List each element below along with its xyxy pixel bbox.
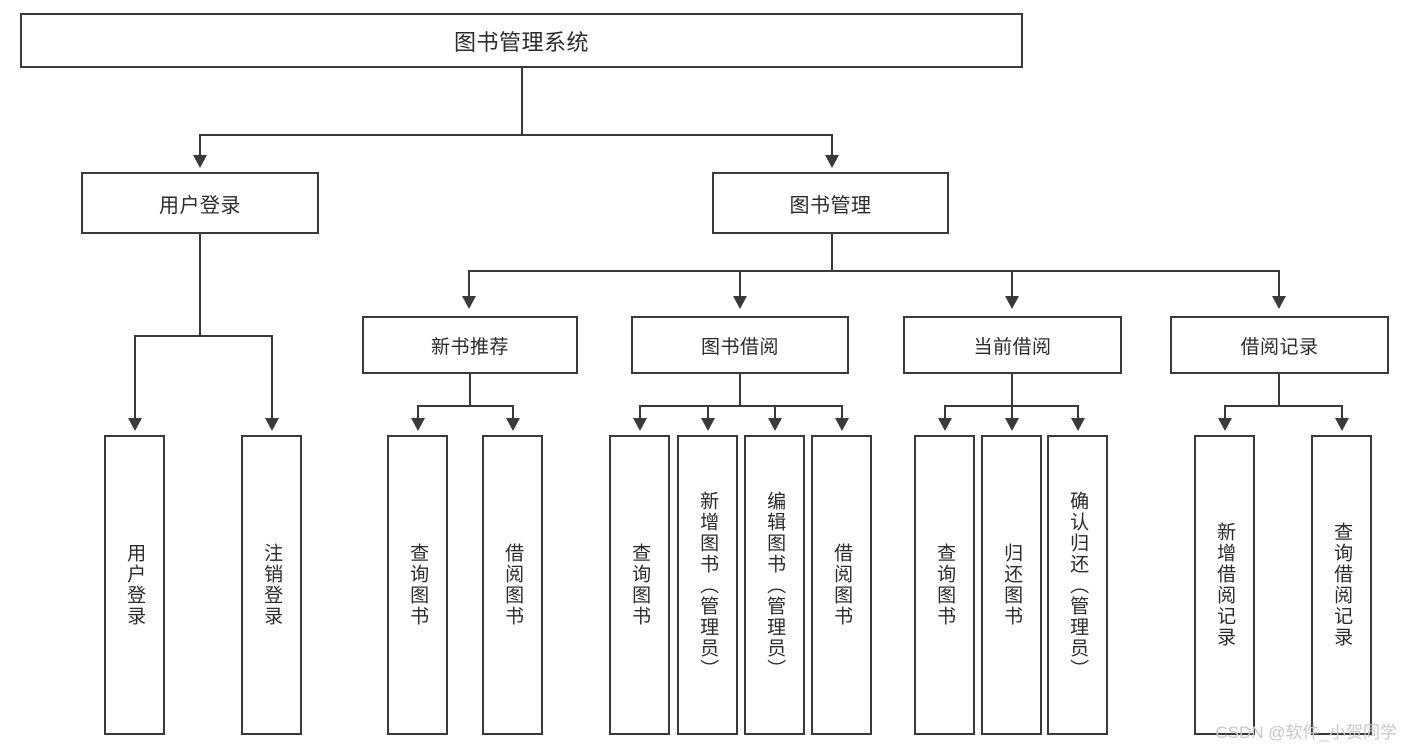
leaf-current-borrow-return[interactable]: 归还图书 bbox=[981, 435, 1042, 735]
connector-book-borrow-drop-3 bbox=[774, 405, 776, 420]
connector-borrow-record-drop-1 bbox=[1224, 405, 1226, 420]
connector-current-borrow-drop-2 bbox=[1011, 405, 1013, 420]
leaf-user-login-login[interactable]: 用户登录 bbox=[104, 435, 165, 735]
node-label: 新书推荐 bbox=[430, 336, 509, 358]
arrow-book-borrow-leaf-2 bbox=[701, 418, 715, 431]
leaf-label: 查询图书 bbox=[407, 543, 429, 627]
node-label: 借阅记录 bbox=[1240, 336, 1319, 358]
connector-new-book-drop-1 bbox=[417, 405, 419, 420]
leaf-label: 新增图书（管理员） bbox=[697, 490, 719, 680]
connector-borrow-record-stem bbox=[1278, 374, 1280, 406]
arrow-book-borrow-leaf-3 bbox=[768, 418, 782, 431]
connector-to-user-login bbox=[199, 134, 201, 158]
leaf-book-borrow-query[interactable]: 查询图书 bbox=[609, 435, 670, 735]
connector-book-manage-drop-1 bbox=[468, 270, 470, 298]
connector-book-borrow-stem bbox=[739, 374, 741, 406]
leaf-borrow-record-add[interactable]: 新增借阅记录 bbox=[1194, 435, 1255, 735]
arrow-current-borrow-leaf-2 bbox=[1005, 418, 1019, 431]
connector-book-manage-stem bbox=[831, 234, 833, 272]
arrow-to-book-manage bbox=[825, 155, 839, 168]
leaf-label: 用户登录 bbox=[124, 543, 146, 627]
leaf-label: 借阅图书 bbox=[502, 543, 524, 627]
arrow-borrow-record-leaf-1 bbox=[1218, 418, 1232, 431]
connector-user-login-bus bbox=[134, 335, 273, 337]
connector-book-manage-bus bbox=[468, 270, 1280, 272]
connector-book-borrow-bus bbox=[639, 405, 843, 407]
connector-current-borrow-stem bbox=[1011, 374, 1013, 406]
leaf-new-book-borrow[interactable]: 借阅图书 bbox=[482, 435, 543, 735]
arrow-current-borrow-leaf-3 bbox=[1071, 418, 1085, 431]
connector-user-login-drop-1 bbox=[134, 335, 136, 420]
node-label: 图书管理 bbox=[789, 194, 872, 217]
arrow-borrow-record-leaf-2 bbox=[1335, 418, 1349, 431]
connector-current-borrow-drop-3 bbox=[1077, 405, 1079, 420]
arrow-to-new-book-recommend bbox=[462, 296, 476, 309]
leaf-label: 确认归还（管理员） bbox=[1067, 490, 1089, 680]
leaf-current-borrow-confirm-return[interactable]: 确认归还（管理员） bbox=[1047, 435, 1108, 735]
node-label: 图书借阅 bbox=[700, 336, 779, 358]
leaf-label: 注销登录 bbox=[261, 543, 283, 627]
connector-book-borrow-drop-4 bbox=[841, 405, 843, 420]
leaf-current-borrow-query[interactable]: 查询图书 bbox=[914, 435, 975, 735]
connector-new-book-bus bbox=[417, 405, 513, 407]
connector-user-login-stem bbox=[199, 234, 201, 336]
node-label: 当前借阅 bbox=[973, 336, 1052, 358]
leaf-book-borrow-edit[interactable]: 编辑图书（管理员） bbox=[744, 435, 805, 735]
leaf-label: 新增借阅记录 bbox=[1214, 522, 1236, 648]
connector-book-manage-drop-2 bbox=[739, 270, 741, 298]
leaf-label: 借阅图书 bbox=[831, 543, 853, 627]
leaf-book-borrow-borrow[interactable]: 借阅图书 bbox=[811, 435, 872, 735]
node-user-login[interactable]: 用户登录 bbox=[81, 172, 319, 234]
connector-borrow-record-bus bbox=[1224, 405, 1342, 407]
node-new-book-recommend[interactable]: 新书推荐 bbox=[362, 316, 578, 374]
arrow-book-borrow-leaf-4 bbox=[835, 418, 849, 431]
connector-book-borrow-drop-1 bbox=[639, 405, 641, 420]
connector-root-stem bbox=[521, 68, 523, 135]
node-borrow-record[interactable]: 借阅记录 bbox=[1170, 316, 1389, 374]
arrow-to-user-login bbox=[193, 155, 207, 168]
connector-user-login-drop-2 bbox=[271, 335, 273, 420]
arrow-current-borrow-leaf-1 bbox=[938, 418, 952, 431]
connector-current-borrow-drop-1 bbox=[944, 405, 946, 420]
connector-new-book-drop-2 bbox=[512, 405, 514, 420]
connector-book-manage-drop-4 bbox=[1278, 270, 1280, 298]
arrow-new-book-leaf-2 bbox=[506, 418, 520, 431]
node-book-manage[interactable]: 图书管理 bbox=[712, 172, 949, 234]
leaf-label: 查询图书 bbox=[934, 543, 956, 627]
leaf-label: 查询借阅记录 bbox=[1331, 522, 1353, 648]
arrow-to-current-borrow bbox=[1005, 296, 1019, 309]
leaf-label: 查询图书 bbox=[629, 543, 651, 627]
node-root-system[interactable]: 图书管理系统 bbox=[20, 13, 1023, 68]
node-label: 用户登录 bbox=[159, 194, 241, 217]
connector-new-book-stem bbox=[469, 374, 471, 406]
arrow-new-book-leaf-1 bbox=[411, 418, 425, 431]
arrow-to-book-borrow bbox=[733, 296, 747, 309]
node-label: 图书管理系统 bbox=[453, 29, 589, 55]
leaf-label: 编辑图书（管理员） bbox=[764, 490, 786, 680]
node-current-borrow[interactable]: 当前借阅 bbox=[903, 316, 1122, 374]
leaf-user-login-logout[interactable]: 注销登录 bbox=[241, 435, 302, 735]
connector-book-borrow-drop-2 bbox=[707, 405, 709, 420]
arrow-to-borrow-record bbox=[1272, 296, 1286, 309]
connector-borrow-record-drop-2 bbox=[1341, 405, 1343, 420]
connector-book-manage-drop-3 bbox=[1011, 270, 1013, 298]
arrow-user-login-leaf-1 bbox=[128, 418, 142, 431]
node-book-borrow[interactable]: 图书借阅 bbox=[631, 316, 849, 374]
leaf-label: 归还图书 bbox=[1001, 543, 1023, 627]
leaf-new-book-query[interactable]: 查询图书 bbox=[387, 435, 448, 735]
connector-root-bus bbox=[199, 134, 833, 136]
arrow-user-login-leaf-2 bbox=[265, 418, 279, 431]
leaf-borrow-record-query[interactable]: 查询借阅记录 bbox=[1311, 435, 1372, 735]
connector-to-book-manage bbox=[831, 134, 833, 158]
arrow-book-borrow-leaf-1 bbox=[633, 418, 647, 431]
leaf-book-borrow-add[interactable]: 新增图书（管理员） bbox=[677, 435, 738, 735]
